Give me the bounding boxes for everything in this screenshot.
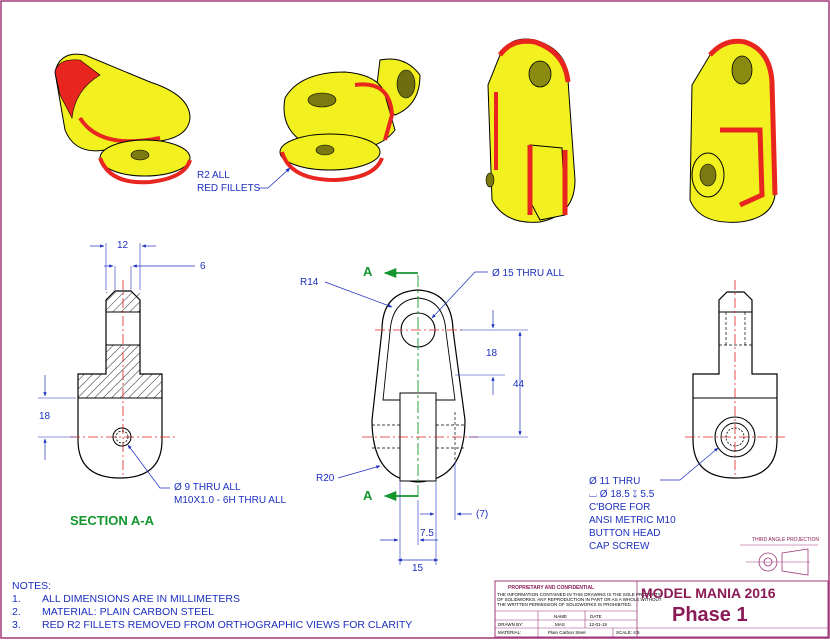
iso-view-1 [54,53,421,185]
front-view: A A R14 Ø 15 THRU ALL 18 44 R20 7.5 15 (… [300,264,565,574]
note-text-1: ALL DIMENSIONS ARE IN MILLIMETERS [42,593,240,605]
proprietary-text-2: OF SOLIDWORKS. ANY REPRODUCTION IN PART … [497,597,662,602]
notes-heading: NOTES: [12,580,51,592]
dim-r14: R14 [300,277,319,288]
dim-hole-15: Ø 15 THRU ALL [492,268,565,279]
projection-label: THIRD ANGLE PROJECTION [752,537,819,543]
section-view: 12 6 18 Ø 9 THRU ALL M10X1.0 - 6H THRU A… [38,240,287,528]
section-tapped-hole [112,427,132,447]
side-view: Ø 11 THRU ⌴ Ø 18.5 ↧ 5.5 C'BORE FOR ANSI… [589,280,788,552]
hole-callout-line2: M10X1.0 - 6H THRU ALL [174,495,287,506]
proprietary-text-1: THE INFORMATION CONTAINED IN THIS DRAWIN… [497,592,661,597]
fillet-callout: R2 ALL RED FILLETS [197,167,291,194]
cb-line1: Ø 11 THRU [589,476,640,487]
side-counterbore [714,416,756,458]
material-value: Plain Carbon Steel [548,630,586,635]
iso-view-2 [279,71,396,183]
note-num-1: 1. [12,593,21,605]
dim-width-12: 12 [117,240,129,251]
drawn-by-label: DRAWN BY: [498,622,523,627]
dim-7-ref: (7) [476,509,488,520]
hole-callout-line1: Ø 9 THRU ALL [174,482,241,493]
section-title: SECTION A-A [70,513,155,528]
dim-r20: R20 [316,473,335,484]
drawn-by-value: MAS [555,622,565,627]
projection-symbol: THIRD ANGLE PROJECTION [740,537,819,576]
note-num-3: 3. [12,619,21,631]
notes: NOTES: 1. ALL DIMENSIONS ARE IN MILLIMET… [12,580,412,631]
section-letter-bottom: A [363,488,373,503]
proprietary-heading: PROPRIETARY AND CONFIDENTIAL [508,585,594,591]
dim-44: 44 [513,379,525,390]
title-block: PROPRIETARY AND CONFIDENTIAL THE INFORMA… [494,580,829,638]
material-label: MATERIAL: [498,630,521,635]
dim-chamfer-6: 6 [200,261,206,272]
dim-7-5: 7.5 [420,528,434,539]
proprietary-text-3: THE WRITTEN PERMISSION OF SOLIDWORKS IS … [497,602,632,607]
scale-value: SCALE: 4:5 [616,630,640,635]
date-header: DATE [590,614,602,619]
note-num-2: 2. [12,606,21,618]
section-hatch-mid [78,345,162,398]
drawing-title: MODEL MANIA 2016 [641,585,776,601]
dim-15: 15 [412,563,424,574]
cb-line3: C'BORE FOR [589,502,650,513]
cb-line4: ANSI METRIC M10 [589,515,676,526]
dim-height-18: 18 [39,411,51,422]
drawing-subtitle: Phase 1 [672,604,748,626]
note-text-2: MATERIAL: PLAIN CARBON STEEL [42,606,214,618]
cb-line6: CAP SCREW [589,541,650,552]
cb-line2: ⌴ Ø 18.5 ↧ 5.5 [589,489,655,500]
iso-view-4 [689,38,778,223]
dim-18: 18 [486,348,498,359]
drawn-date-value: 12-01-15 [589,622,608,627]
iso-view-3 [485,38,576,223]
fillet-callout-line2: RED FILLETS [197,183,261,194]
fillet-callout-line1: R2 ALL [197,170,230,181]
name-header: NAME [554,614,567,619]
section-letter-top: A [363,264,373,279]
cb-line5: BUTTON HEAD [589,528,661,539]
note-text-3: RED R2 FILLETS REMOVED FROM ORTHOGRAPHIC… [42,619,412,631]
